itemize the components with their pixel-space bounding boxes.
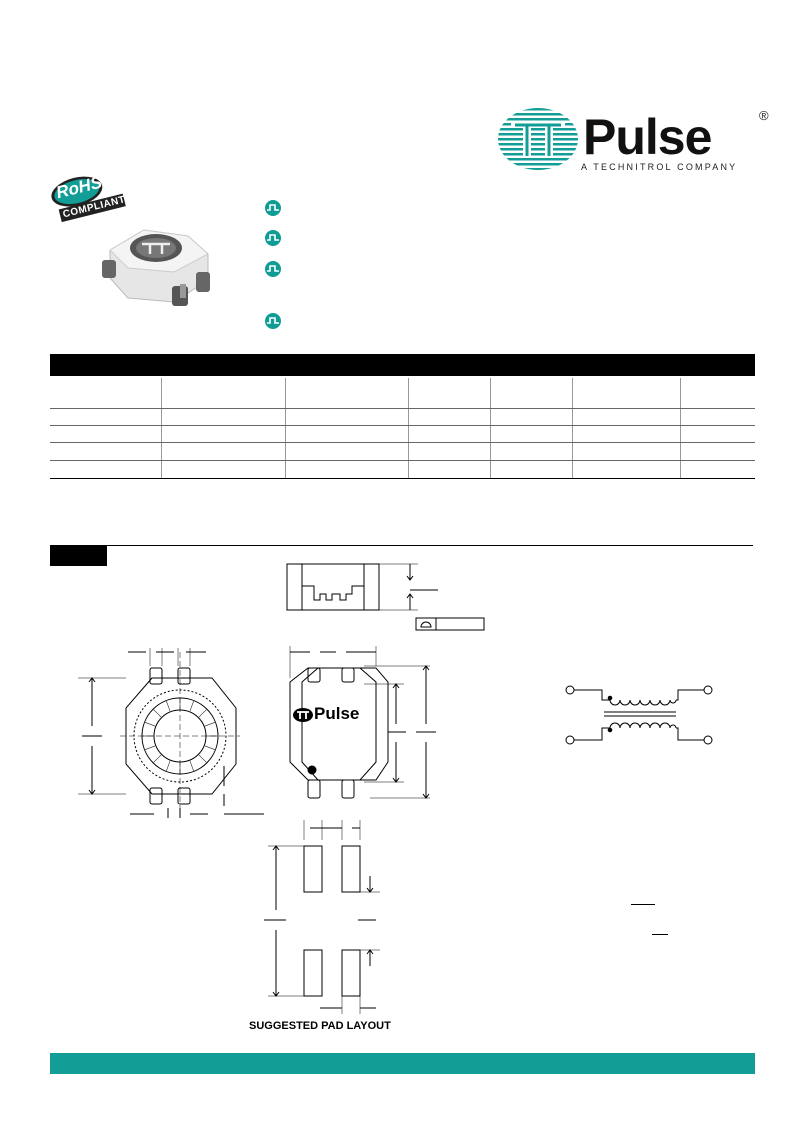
mechanical-header-rule [107, 545, 753, 546]
pad-layout [264, 820, 380, 1014]
table-row [50, 460, 755, 461]
rohs-badge-icon [51, 176, 126, 223]
part-logo-text: Pulse [314, 704, 360, 723]
feature-bullet-2 [265, 230, 281, 246]
brand-tagline: A TECHNITROL COMPANY [581, 162, 738, 172]
mechanical-header-tab [50, 545, 107, 566]
table-row [50, 478, 755, 479]
rohs-badge: RoHS COMPLIANT [44, 163, 133, 227]
registered-mark: ® [759, 108, 769, 123]
table-row [50, 408, 755, 409]
formula-bar [631, 904, 655, 905]
pulse-wave-icon [267, 204, 279, 211]
footer-bar [50, 1053, 755, 1074]
brand-name: Pulse [583, 109, 712, 165]
feature-bullet-4 [265, 313, 281, 329]
mechanical-drawing [78, 563, 485, 1014]
table-row [50, 425, 755, 426]
pulse-wave-icon [267, 234, 279, 241]
feature-bullet-3 [265, 261, 281, 277]
pulse-mini-logo-icon [293, 708, 313, 722]
feature-bullet-1 [265, 200, 281, 216]
formula-bar [652, 934, 668, 935]
pulse-logo-icon [498, 108, 578, 170]
brand-logo: Pulse ® A TECHNITROL COMPANY [497, 104, 787, 176]
side-view [286, 563, 485, 631]
specs-header-bar [50, 354, 755, 376]
pulse-wave-icon [267, 265, 279, 272]
table-row [50, 442, 755, 443]
part-logo: Pulse [292, 705, 372, 725]
front-view [289, 646, 436, 799]
specs-table [50, 376, 755, 479]
pad-layout-label: SUGGESTED PAD LAYOUT [249, 1020, 391, 1032]
product-photo [102, 229, 210, 306]
pulse-wave-icon [267, 317, 279, 324]
schematic [565, 685, 713, 745]
top-view [78, 648, 264, 818]
